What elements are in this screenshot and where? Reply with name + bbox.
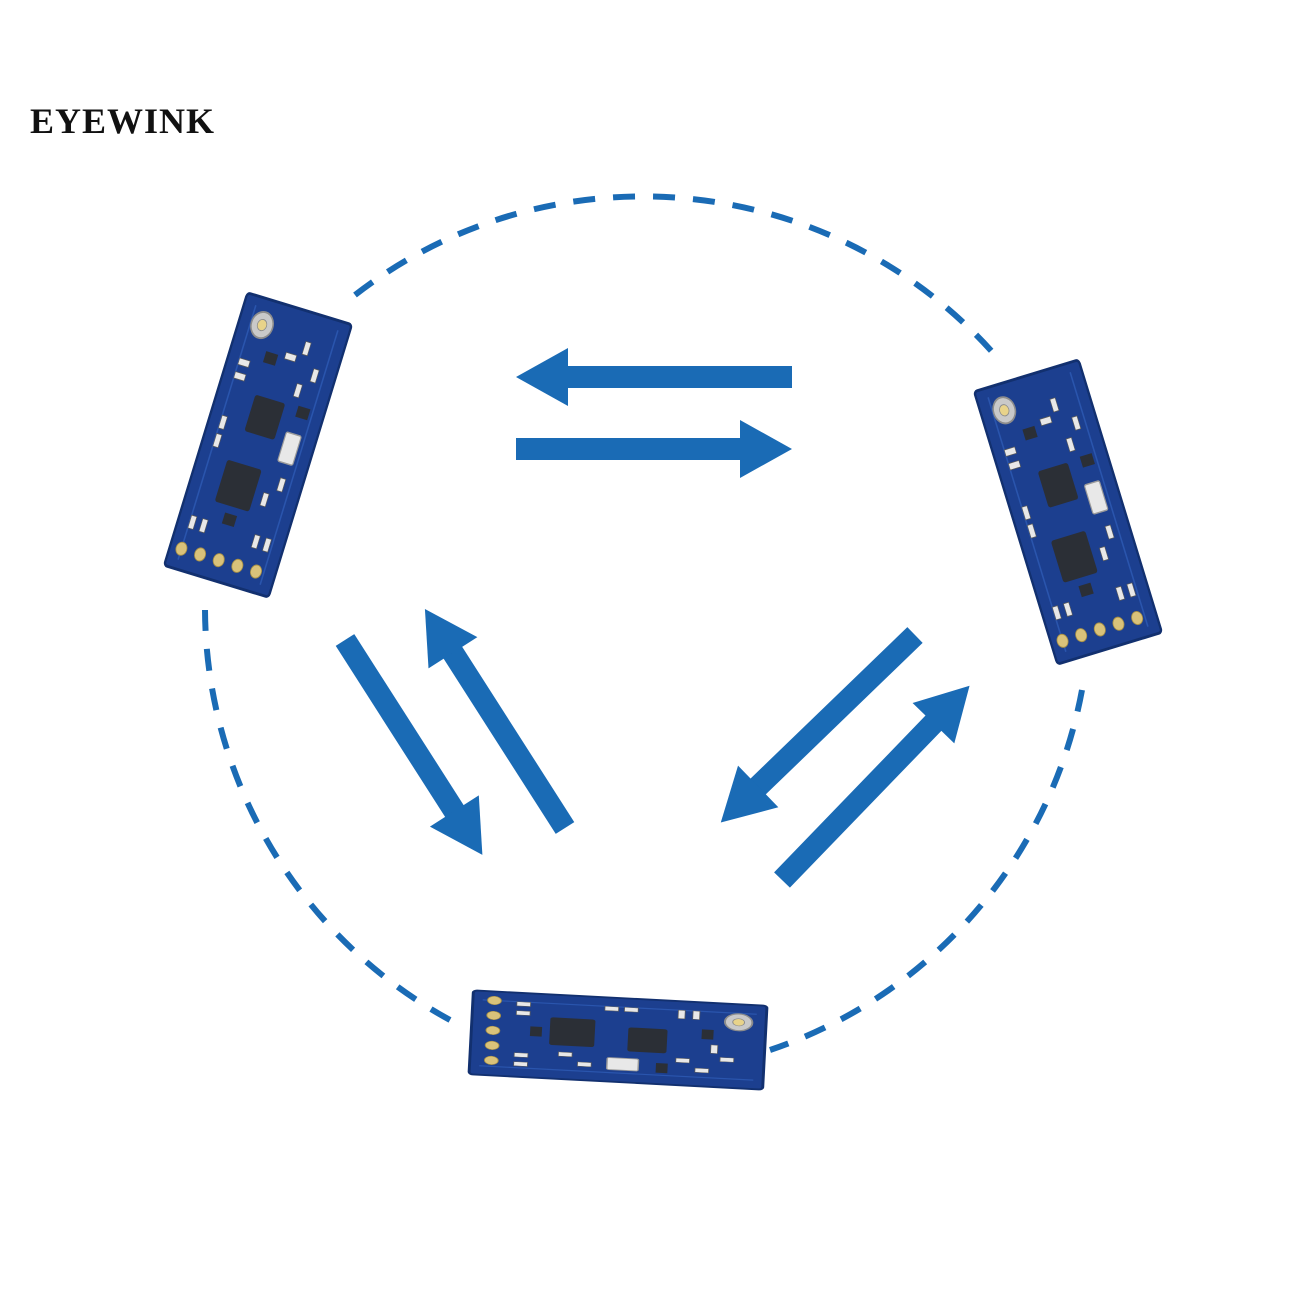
arrow-down-right-icon bbox=[335, 634, 483, 855]
rf-module-top-left bbox=[162, 291, 354, 599]
rf-module-bottom bbox=[467, 988, 769, 1092]
arrow-pair-top bbox=[516, 348, 792, 478]
arrow-left-icon bbox=[516, 348, 792, 406]
rf-module-right bbox=[972, 358, 1164, 666]
arrow-right-icon bbox=[516, 420, 792, 478]
arrow-up-right-icon bbox=[774, 685, 970, 888]
connection-ring bbox=[202, 193, 1085, 1053]
arrow-pair-left bbox=[335, 608, 575, 855]
arrow-pair-right bbox=[720, 627, 970, 888]
brand-logo: EYEWINK bbox=[30, 101, 216, 141]
arrow-down-left-icon bbox=[720, 627, 923, 823]
arrow-up-left-icon bbox=[424, 608, 575, 834]
